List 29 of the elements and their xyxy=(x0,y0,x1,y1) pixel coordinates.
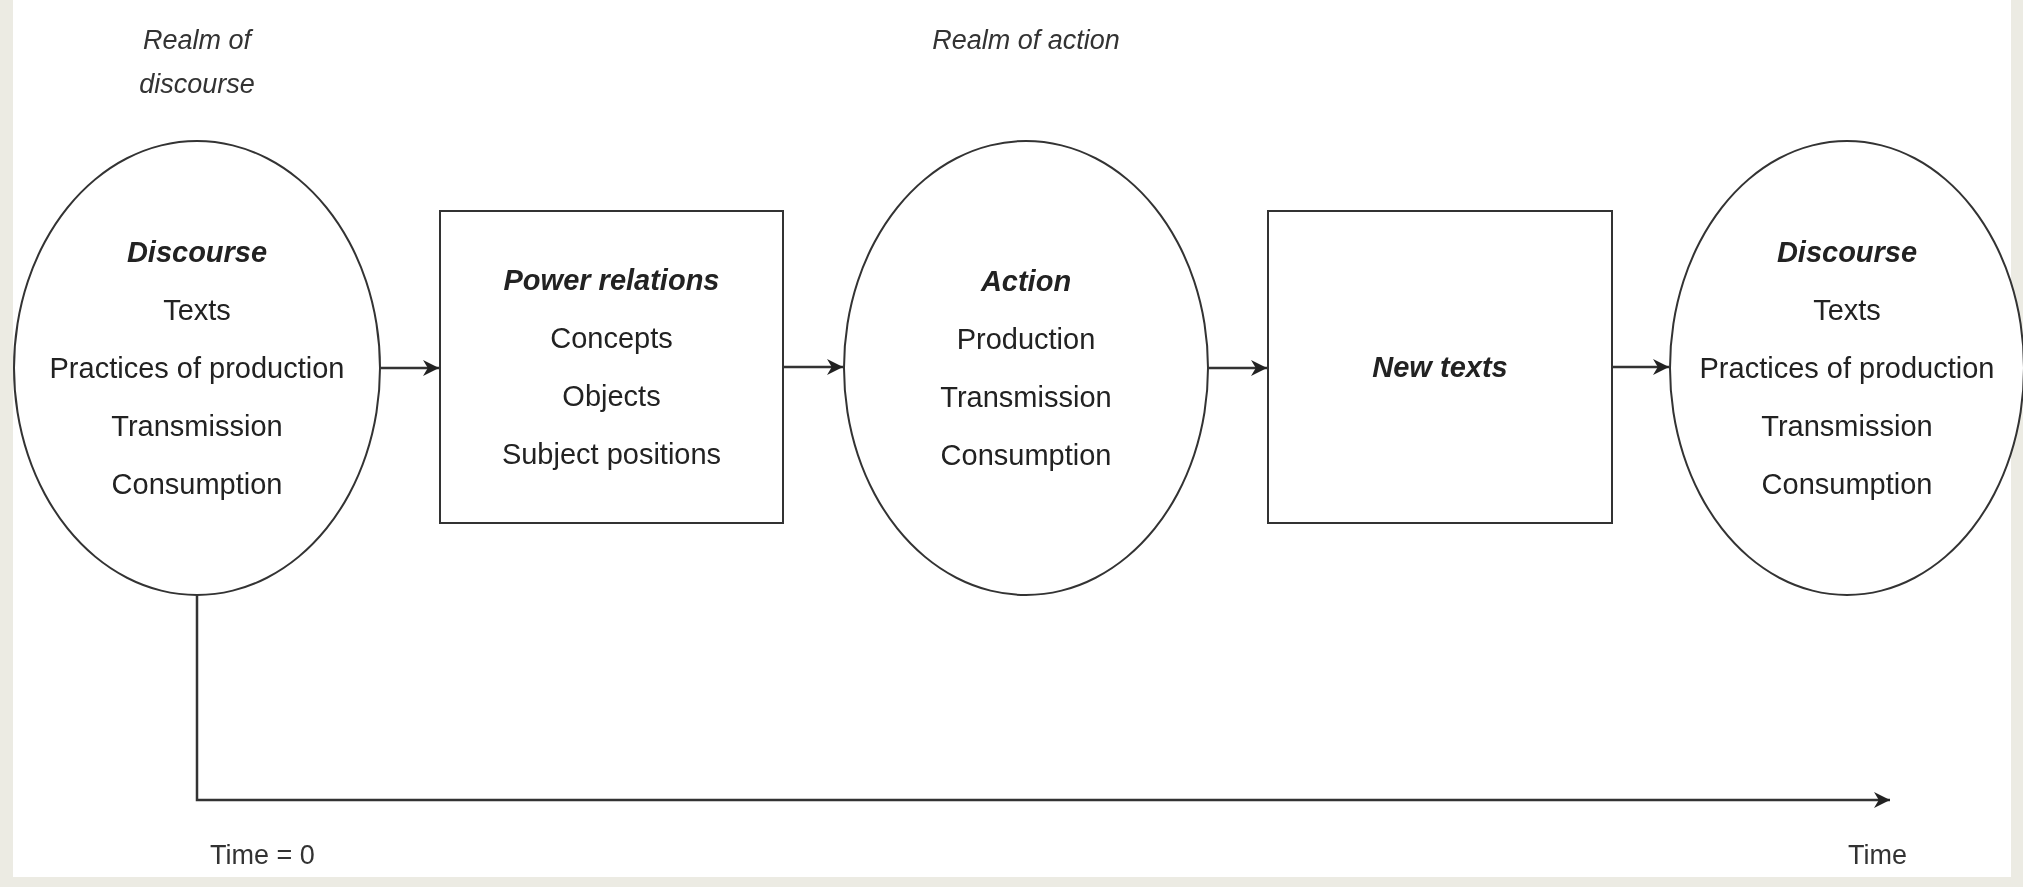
axis-label: Time xyxy=(1848,840,1907,871)
arrow xyxy=(381,360,439,376)
node-heading: Discourse xyxy=(126,235,268,270)
node-text: Transmission xyxy=(1761,409,1933,444)
node-heading: Power relations xyxy=(503,263,720,298)
node-text: Subject positions xyxy=(501,437,722,472)
node-text: Consumption xyxy=(1761,467,1933,502)
node-text: Consumption xyxy=(111,467,283,502)
axis-label: Time = 0 xyxy=(210,840,315,871)
node-heading: New texts xyxy=(1372,350,1508,385)
process-box xyxy=(1267,210,1613,524)
node-heading: Discourse xyxy=(1776,235,1918,270)
node-text: Transmission xyxy=(111,409,283,444)
arrow xyxy=(1613,359,1669,375)
realm-label: Realm of discourse xyxy=(138,24,256,101)
node-text: Consumption xyxy=(940,438,1112,473)
arrow xyxy=(784,359,843,375)
node-text: Concepts xyxy=(550,321,673,356)
node-text: Texts xyxy=(163,293,231,328)
realm-label: Realm of action xyxy=(931,24,1121,57)
process-box xyxy=(439,210,784,524)
node-text: Objects xyxy=(562,379,661,414)
arrow xyxy=(1209,360,1267,376)
node-text: Production xyxy=(956,322,1096,357)
node-text: Texts xyxy=(1813,293,1881,328)
node-heading: Action xyxy=(980,264,1072,299)
node-text: Transmission xyxy=(940,380,1112,415)
node-text: Practices of production xyxy=(49,351,345,386)
node-text: Practices of production xyxy=(1699,351,1995,386)
